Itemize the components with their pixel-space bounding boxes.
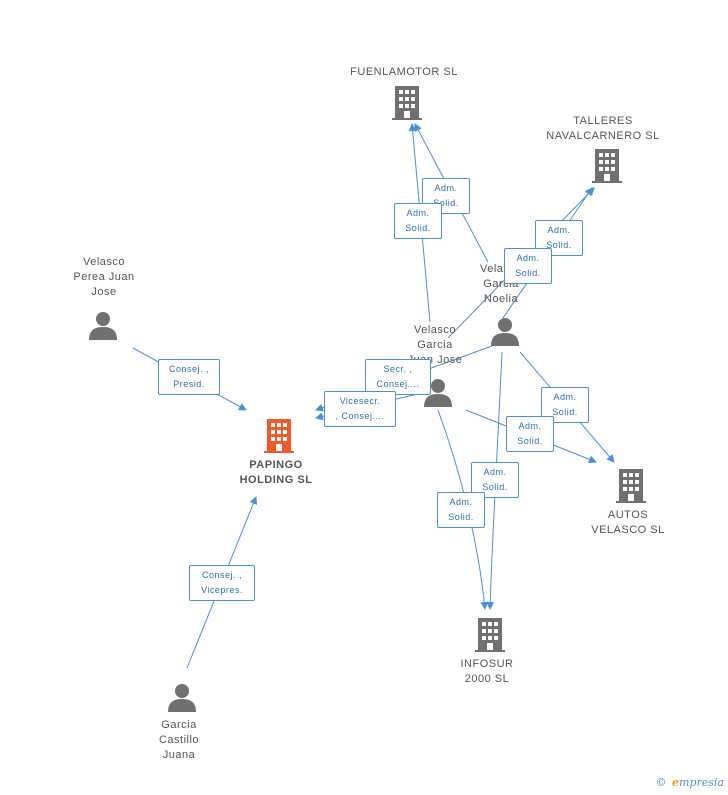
edge-label-juan-infosur[interactable]: Adm. Solid. [437, 492, 485, 528]
label-infosur[interactable]: INFOSUR 2000 SL [460, 658, 514, 685]
label-papingo[interactable]: PAPINGO HOLDING SL [239, 459, 313, 486]
edge-label-juan-papingo-1[interactable]: Secr. , Consej.... [365, 359, 431, 395]
brand-logo-letter: e [672, 776, 680, 789]
label-talleres[interactable]: TALLERES NAVALCARNERO SL [546, 115, 660, 142]
edge-label-juan-papingo-2[interactable]: Vicesecr. , Consej.... [324, 391, 396, 427]
label-velasco-perea[interactable]: Velasco Perea Juan Jose [73, 256, 135, 298]
building-icon-fuenlamotor[interactable] [392, 86, 422, 125]
edge-label-juan-fuenlamotor[interactable]: Adm. Solid. [394, 203, 442, 239]
copyright-symbol: © [655, 776, 667, 789]
person-icon-velasco-juan[interactable] [423, 377, 453, 412]
building-icon-infosur[interactable] [475, 618, 505, 657]
person-icon-velasco-noelia[interactable] [490, 316, 520, 351]
building-icon-autos[interactable] [616, 469, 646, 508]
edge-label-juan-autos[interactable]: Adm. Solid. [506, 416, 554, 452]
person-icon-velasco-perea[interactable] [88, 310, 118, 345]
brand-footer: © empresia [656, 776, 724, 789]
label-fuenlamotor[interactable]: FUENLAMOTOR SL [350, 66, 458, 78]
edge-label-perea-papingo[interactable]: Consej. , Presid. [158, 359, 220, 395]
building-icon-talleres[interactable] [592, 149, 622, 188]
label-velasco-juan[interactable]: Velasco Garcia Juan Jose [408, 324, 463, 366]
person-icon-garcia-castillo[interactable] [167, 682, 197, 717]
edge-label-juan-talleres[interactable]: Adm. Solid. [504, 248, 552, 284]
building-icon-papingo[interactable] [264, 419, 294, 458]
edge-label-castillo-papingo[interactable]: Consej. , Vicepres. [189, 565, 255, 601]
label-garcia-castillo[interactable]: Garcia Castillo Juana [158, 719, 200, 761]
label-autos[interactable]: AUTOS VELASCO SL [591, 509, 665, 536]
brand-logo-text: mpresia [679, 776, 724, 789]
